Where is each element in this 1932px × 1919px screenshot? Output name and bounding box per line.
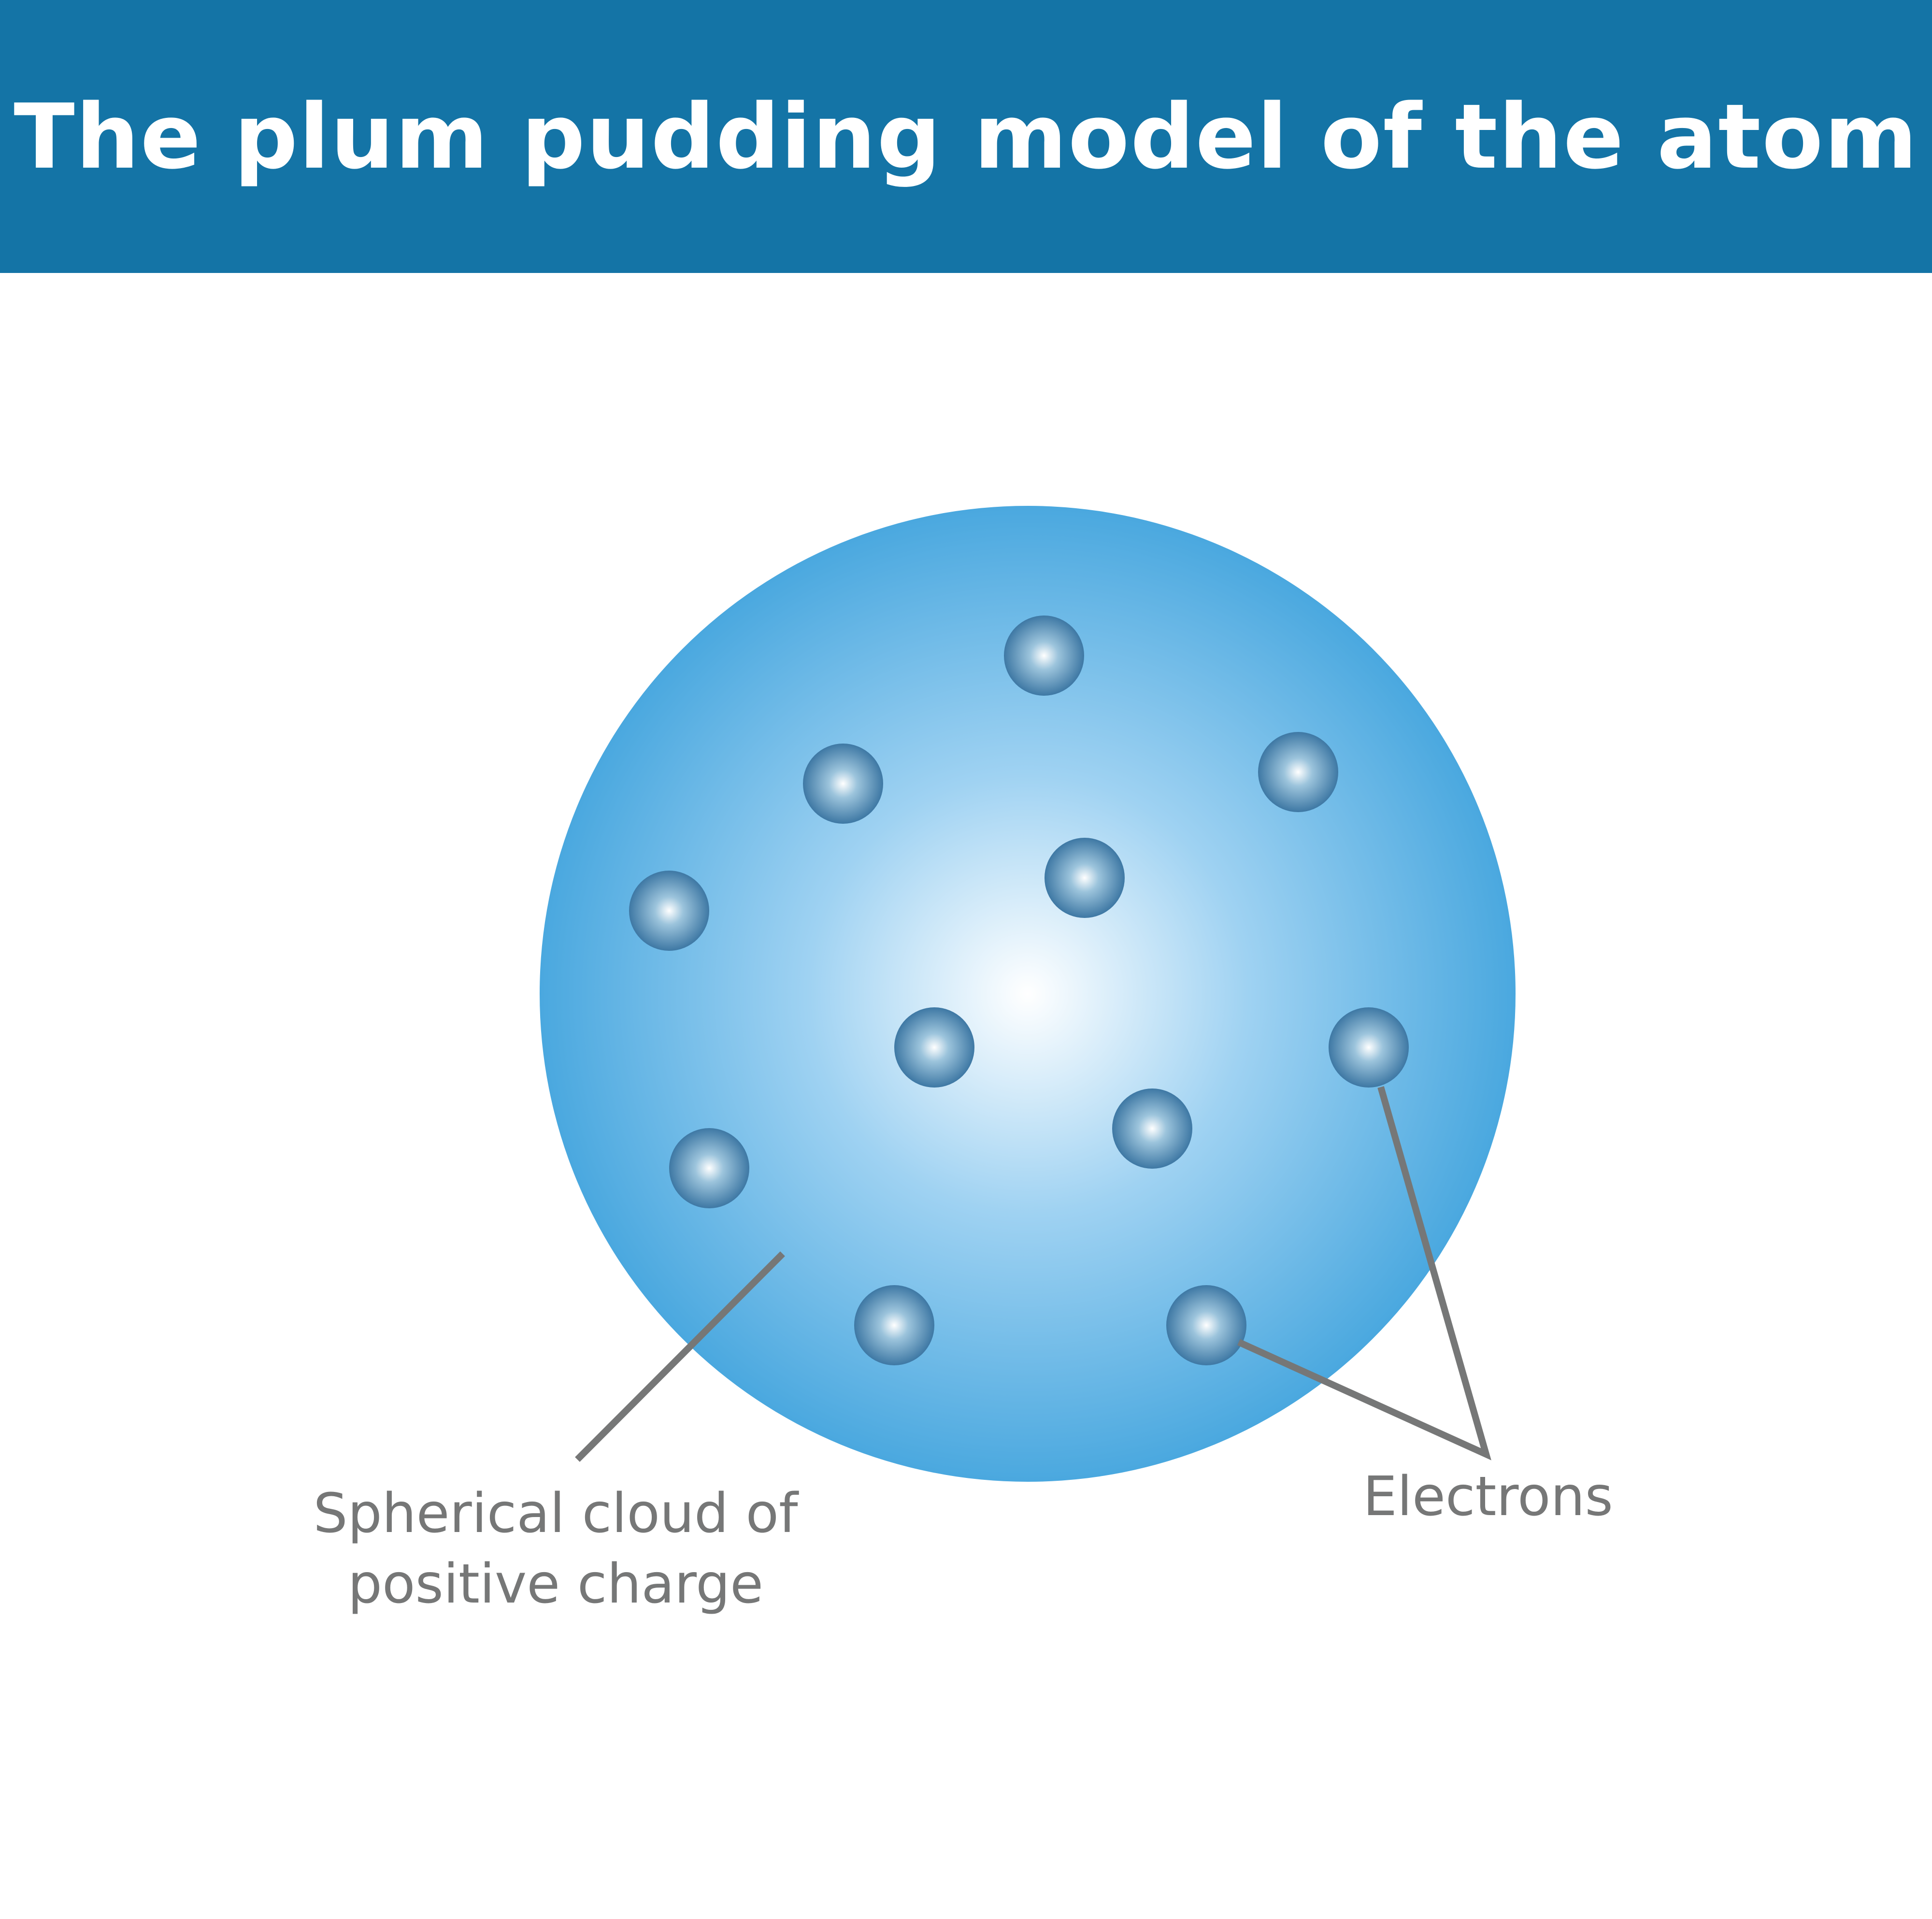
cloud-label: Spherical cloud of positive charge [271, 1478, 841, 1619]
electron [669, 1128, 749, 1208]
electron [803, 744, 883, 824]
electrons-group [629, 616, 1409, 1365]
electron [1004, 616, 1084, 696]
page-title: The plum pudding model of the atom [14, 84, 1918, 189]
electron [629, 871, 709, 951]
electrons-label: Electrons [1363, 1465, 1613, 1528]
electrons-leader-line [1237, 1086, 1491, 1461]
electron [894, 1007, 974, 1088]
electron [1166, 1285, 1246, 1365]
electron [1112, 1088, 1192, 1169]
cloud-leader-line [575, 1251, 785, 1462]
cloud-label-line-2: positive charge [347, 1553, 764, 1616]
electron [1258, 732, 1338, 812]
electron [854, 1285, 934, 1365]
electron [1045, 838, 1125, 918]
electron [1329, 1007, 1409, 1088]
cloud-label-line-1: Spherical cloud of [313, 1482, 798, 1545]
title-banner: The plum pudding model of the atom [0, 0, 1932, 273]
